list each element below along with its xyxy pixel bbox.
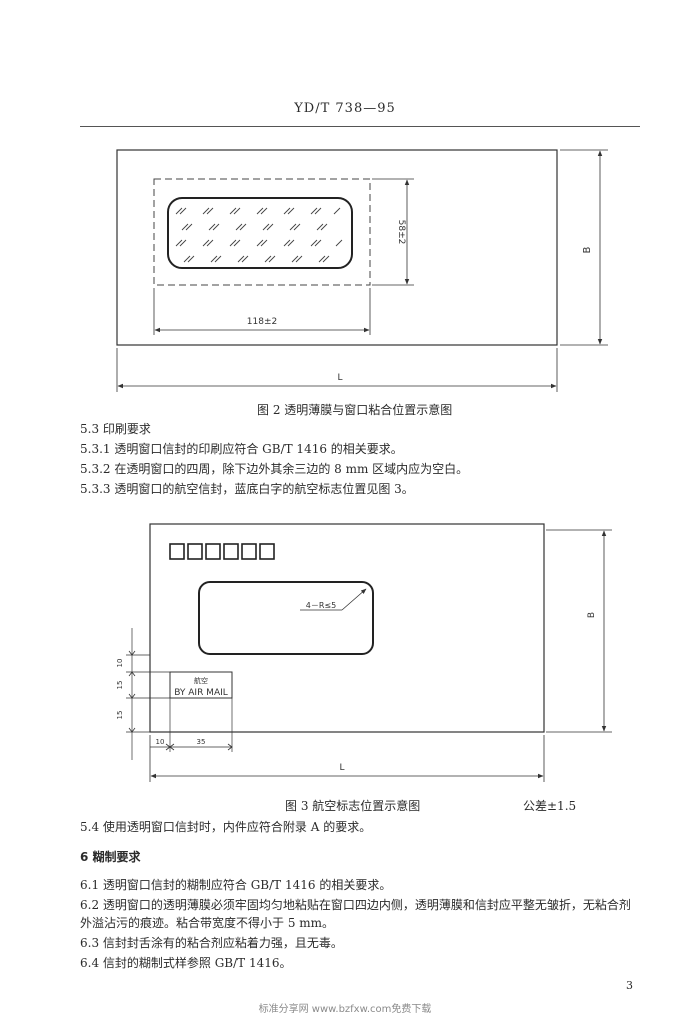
figure-3-caption: 图 3 航空标志位置示意图 xyxy=(285,799,421,813)
dim-10-left-label: 10 xyxy=(156,738,165,746)
airmail-label-box xyxy=(169,671,233,699)
section-6-2: 6.2 透明窗口的透明薄膜必须牢固均匀地粘贴在窗口四边内侧，透明薄膜和信封应平整… xyxy=(80,898,631,930)
envelope-outline-fig3 xyxy=(149,523,545,733)
figure-3-diagram: 4－R≤5 航空 BY AIR MAIL 10 15 15 10 35 B L xyxy=(116,523,612,782)
airmail-label-chinese: 航空 xyxy=(194,676,208,685)
dim-B-label-fig3: B xyxy=(587,612,597,618)
envelope-outline xyxy=(116,149,558,346)
dim-L-label: L xyxy=(337,373,342,383)
figure-3-tolerance: 公差±1.5 xyxy=(523,799,577,813)
dim-15-a-label: 15 xyxy=(116,681,124,690)
section-6-4: 6.4 信封的糊制式样参照 GB/T 1416。 xyxy=(80,956,292,970)
dim-height-label: 58±2 xyxy=(396,220,406,245)
dim-10-top-label: 10 xyxy=(116,659,124,668)
section-5-3-title: 5.3 印刷要求 xyxy=(80,422,151,436)
page-number: 3 xyxy=(626,979,633,992)
dim-width-label: 118±2 xyxy=(247,317,277,327)
document-header-code: YD/T 738—95 xyxy=(294,101,396,116)
figure-2-diagram: 118±2 58±2 B L xyxy=(116,149,608,392)
section-5-3-2: 5.3.2 在透明窗口的四周，除下边外其余三边的 8 mm 区域内应为空白。 xyxy=(80,462,469,476)
footer-watermark: 标准分享网 www.bzfxw.com免费下载 xyxy=(258,1004,432,1015)
radius-leader xyxy=(341,588,367,611)
dim-L-label-fig3: L xyxy=(339,763,344,773)
figure-2-caption: 图 2 透明薄膜与窗口粘合位置示意图 xyxy=(257,403,453,417)
film-area-dashed xyxy=(153,178,371,286)
header-rule xyxy=(80,126,640,127)
section-5-3-3: 5.3.3 透明窗口的航空信封，蓝底白字的航空标志位置见图 3。 xyxy=(80,482,414,496)
airmail-label-english: BY AIR MAIL xyxy=(174,688,228,698)
section-5-3-1: 5.3.1 透明窗口信封的印刷应符合 GB/T 1416 的相关要求。 xyxy=(80,442,403,456)
dim-35-label: 35 xyxy=(197,738,206,746)
section-6-1: 6.1 透明窗口信封的糊制应符合 GB/T 1416 的相关要求。 xyxy=(80,878,392,892)
postcode-boxes xyxy=(169,543,275,560)
window-cutout xyxy=(167,197,353,269)
section-6-title: 6 糊制要求 xyxy=(80,850,141,864)
section-6-3: 6.3 信封封舌涂有的粘合剂应粘着力强，且无毒。 xyxy=(80,936,343,950)
dim-B-label: B xyxy=(582,246,593,253)
dim-15-b-label: 15 xyxy=(116,711,124,720)
section-5-4: 5.4 使用透明窗口信封时，内件应符合附录 A 的要求。 xyxy=(80,820,372,834)
radius-label: 4－R≤5 xyxy=(306,601,336,610)
film-hatching xyxy=(175,207,343,263)
window-cutout-fig3 xyxy=(198,581,374,655)
